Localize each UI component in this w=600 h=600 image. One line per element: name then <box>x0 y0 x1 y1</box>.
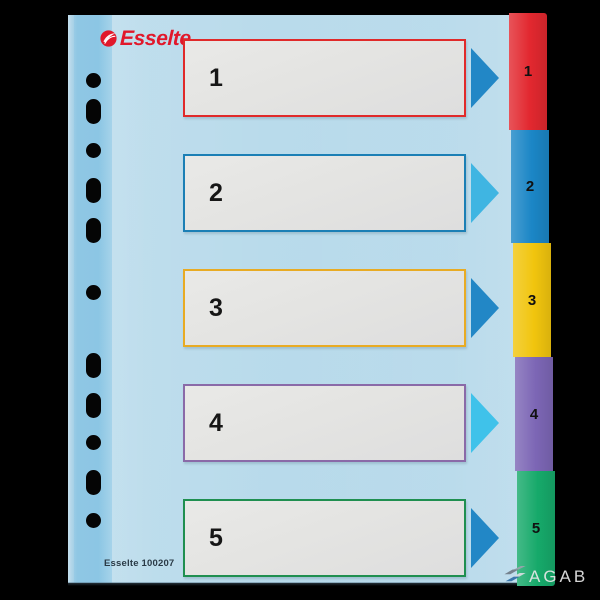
write-on-label-1[interactable]: 1 <box>183 39 466 117</box>
punch-hole <box>86 435 101 450</box>
pointer-arrow-icon <box>471 508 499 568</box>
agab-watermark: AGAB <box>503 566 588 586</box>
index-tab-3[interactable]: 3 <box>513 243 551 357</box>
tab-number: 5 <box>531 520 541 537</box>
punch-hole <box>86 99 101 124</box>
label-number: 1 <box>209 63 223 92</box>
divider-sheet: Esselte 1 2 3 4 <box>68 15 530 586</box>
punch-hole <box>86 470 101 495</box>
label-row: 5 <box>183 499 538 577</box>
index-tab-4[interactable]: 4 <box>515 357 553 471</box>
sheet-bottom-edge <box>68 582 530 586</box>
esselte-wordmark: Esselte <box>119 27 192 50</box>
label-number: 2 <box>209 178 223 207</box>
write-on-label-4[interactable]: 4 <box>183 384 466 462</box>
punch-strip-edge <box>68 15 74 583</box>
punch-hole <box>86 513 101 528</box>
label-number: 4 <box>209 408 223 437</box>
punch-hole-strip <box>68 15 112 583</box>
esselte-logo: Esselte <box>100 27 192 50</box>
pointer-arrow-icon <box>471 278 499 338</box>
agab-parallelogram-icon <box>504 566 526 582</box>
write-on-label-2[interactable]: 2 <box>183 154 466 232</box>
agab-wordmark: AGAB <box>529 566 589 586</box>
tab-number: 3 <box>527 291 537 309</box>
tab-number: 2 <box>525 178 535 195</box>
label-number: 3 <box>209 293 223 322</box>
pointer-arrow-icon <box>471 163 499 223</box>
punch-hole <box>86 143 101 158</box>
tab-number: 4 <box>529 405 539 423</box>
index-tab-1[interactable]: 1 <box>509 13 547 130</box>
tab-number: 1 <box>523 63 533 80</box>
write-on-label-3[interactable]: 3 <box>183 269 466 347</box>
article-code: Esselte 100207 <box>104 558 175 569</box>
punch-hole <box>86 178 101 203</box>
label-row: 4 <box>183 384 538 462</box>
esselte-swirl-icon <box>100 30 117 47</box>
pointer-arrow-icon <box>471 48 499 108</box>
punch-hole <box>86 73 101 88</box>
index-tab-2[interactable]: 2 <box>511 130 549 243</box>
label-row: 1 <box>183 39 538 117</box>
punch-hole <box>86 285 101 300</box>
label-number: 5 <box>209 523 223 552</box>
punch-hole <box>86 353 101 378</box>
write-on-label-5[interactable]: 5 <box>183 499 466 577</box>
punch-hole <box>86 393 101 418</box>
label-row: 2 <box>183 154 538 232</box>
label-row: 3 <box>183 269 538 347</box>
pointer-arrow-icon <box>471 393 499 453</box>
punch-hole <box>86 218 101 243</box>
